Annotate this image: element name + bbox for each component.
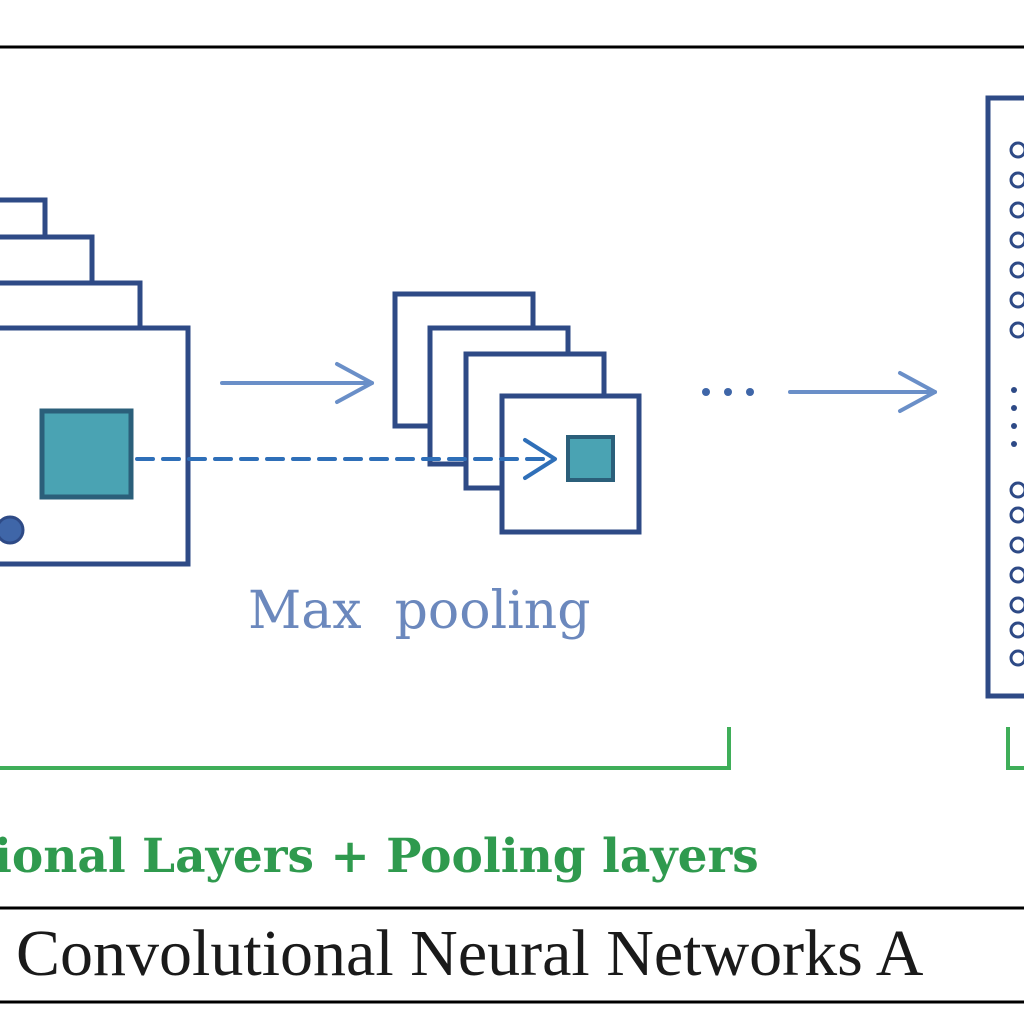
neuron-ellipsis-dot xyxy=(1011,423,1017,429)
neuron-node xyxy=(1009,596,1024,614)
neuron-node xyxy=(1009,141,1024,159)
max-pooling-label: Max pooling xyxy=(248,581,591,641)
neuron-node xyxy=(1009,481,1024,499)
neuron-node xyxy=(1009,321,1024,339)
neuron-ellipsis-dot xyxy=(1011,405,1017,411)
neuron-node xyxy=(1009,506,1024,524)
neuron-node xyxy=(1009,261,1024,279)
layers-section-label: ional Layers + Pooling layers xyxy=(0,829,759,884)
neuron-column xyxy=(1009,141,1024,667)
convolution-kernel-square xyxy=(39,408,134,500)
neuron-ellipsis-dot xyxy=(1011,387,1017,393)
pooled-output-square xyxy=(566,435,615,482)
dense-bracket xyxy=(1006,727,1024,770)
node-dot xyxy=(0,515,25,545)
ellipsis-icon xyxy=(702,388,754,396)
pooling-feature-stack xyxy=(392,291,642,535)
neuron-node xyxy=(1009,231,1024,249)
flattened-vector-box xyxy=(985,95,1024,699)
neuron-ellipsis-dot xyxy=(1011,441,1017,447)
neuron-node xyxy=(1009,649,1024,667)
dashed-mapping-arrow xyxy=(135,438,557,480)
right-arrow-icon xyxy=(220,362,374,404)
figure-caption: Convolutional Neural Networks A xyxy=(16,917,924,990)
neuron-node xyxy=(1009,536,1024,554)
neuron-node xyxy=(1009,291,1024,309)
convolution-feature-stack xyxy=(0,197,191,567)
neuron-node xyxy=(1009,621,1024,639)
right-arrow-icon xyxy=(788,371,937,413)
layers-bracket xyxy=(0,727,731,770)
neuron-node xyxy=(1009,201,1024,219)
neuron-node xyxy=(1009,566,1024,584)
neuron-node xyxy=(1009,171,1024,189)
pooled-map-layer-front xyxy=(499,393,642,535)
